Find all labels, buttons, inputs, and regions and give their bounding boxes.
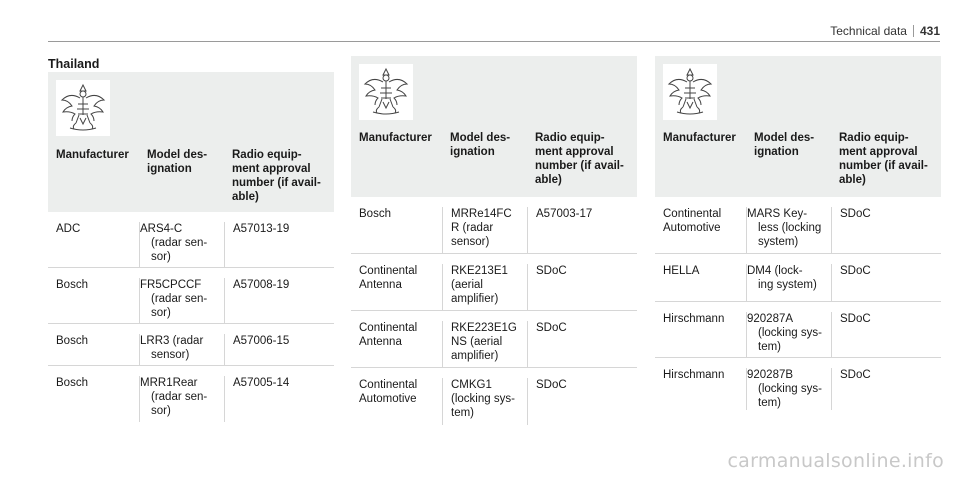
- cell-manufacturer: Bosch: [56, 279, 88, 291]
- cell-approval: SDoC: [527, 378, 637, 425]
- cell-manufacturer: Continental Automotive: [359, 379, 418, 405]
- column-header-manufacturer: Manufacturer: [359, 132, 432, 144]
- table-row: Bosch LRR3 (radar sensor) A57006-15: [48, 324, 334, 366]
- column-header-approval: Radio equip- ment approval number (if av…: [535, 132, 624, 186]
- table-body: ADC ARS4-C (radar sen- sor) A57013-19 Bo…: [48, 212, 334, 422]
- cell-model: LRR3 (radar sensor): [139, 334, 224, 365]
- cell-manufacturer: Hirschmann: [663, 369, 725, 381]
- table-body: Continental Automotive MARS Key- less (l…: [655, 197, 941, 410]
- section-name: Technical data: [830, 24, 907, 38]
- table-row: Hirschmann 920287B (locking sys- tem) SD…: [655, 358, 941, 410]
- thai-garuda-emblem-icon: [359, 64, 413, 124]
- cell-model: RKE213E1 (aerial amplifier): [442, 264, 527, 310]
- column-header-model: Model des- ignation: [147, 149, 208, 175]
- cell-manufacturer: ADC: [56, 223, 81, 235]
- table-row: HELLA DM4 (lock- ing system) SDoC: [655, 254, 941, 302]
- cell-approval: A57013-19: [224, 222, 334, 267]
- cell-manufacturer: Continental Antenna: [359, 265, 418, 291]
- cell-approval: A57008-19: [224, 278, 334, 323]
- table-row: Hirschmann 920287A (locking sys- tem) SD…: [655, 302, 941, 358]
- thai-garuda-emblem-icon: [663, 64, 717, 124]
- table-row: ADC ARS4-C (radar sen- sor) A57013-19: [48, 212, 334, 268]
- cell-manufacturer: Bosch: [56, 335, 88, 347]
- cell-model: CMKG1 (locking sys- tem): [442, 378, 527, 425]
- cell-approval: SDoC: [527, 321, 637, 367]
- cell-approval: A57006-15: [224, 334, 334, 365]
- cell-model: 920287A (locking sys- tem): [746, 312, 831, 357]
- cell-manufacturer: HELLA: [663, 265, 700, 277]
- thai-garuda-emblem-icon: [56, 80, 110, 140]
- cell-model: ARS4-C (radar sen- sor): [139, 222, 224, 267]
- table-row: Bosch MRR1Rear (radar sen- sor) A57005-1…: [48, 366, 334, 422]
- cell-model: MARS Key- less (locking system): [746, 207, 831, 253]
- cell-approval: SDoC: [527, 264, 637, 310]
- table-row: Bosch MRRe14FC R (radar sensor) A57003-1…: [351, 197, 637, 254]
- watermark-text: carmanualsonline.info: [727, 450, 944, 472]
- table-row: Continental Automotive CMKG1 (locking sy…: [351, 368, 637, 425]
- cell-model: DM4 (lock- ing system): [746, 264, 831, 301]
- cell-model: RKE223E1G NS (aerial amplifier): [442, 321, 527, 367]
- cell-approval: SDoC: [831, 368, 941, 410]
- cell-approval: SDoC: [831, 264, 941, 301]
- table-header: Manufacturer Model des- ignation Radio e…: [48, 72, 334, 212]
- cell-model: 920287B (locking sys- tem): [746, 368, 831, 410]
- cell-manufacturer: Hirschmann: [663, 313, 725, 325]
- column-header-approval: Radio equip- ment approval number (if av…: [232, 149, 321, 203]
- approval-table-3: Manufacturer Model des- ignation Radio e…: [655, 56, 941, 410]
- column-header-model: Model des- ignation: [450, 132, 511, 158]
- cell-approval: A57003-17: [527, 207, 637, 253]
- table-body: Bosch MRRe14FC R (radar sensor) A57003-1…: [351, 197, 637, 425]
- page-number: 431: [919, 24, 940, 38]
- table-row: Continental Antenna RKE223E1G NS (aerial…: [351, 311, 637, 368]
- cell-manufacturer: Continental Antenna: [359, 322, 418, 348]
- cell-model: MRRe14FC R (radar sensor): [442, 207, 527, 253]
- cell-approval: SDoC: [831, 312, 941, 357]
- table-row: Continental Antenna RKE213E1 (aerial amp…: [351, 254, 637, 311]
- approval-table-2: Manufacturer Model des- ignation Radio e…: [351, 56, 637, 425]
- cell-approval: SDoC: [831, 207, 941, 253]
- cell-manufacturer: Bosch: [56, 377, 88, 389]
- cell-approval: A57005-14: [224, 376, 334, 422]
- table-header: Manufacturer Model des- ignation Radio e…: [351, 56, 637, 197]
- column-header-manufacturer: Manufacturer: [663, 132, 736, 144]
- country-title: Thailand: [48, 57, 100, 71]
- approval-table-1: Manufacturer Model des- ignation Radio e…: [48, 72, 334, 422]
- cell-model: FR5CPCCF (radar sen- sor): [139, 278, 224, 323]
- running-header: Technical data 431: [830, 24, 940, 38]
- column-header-approval: Radio equip- ment approval number (if av…: [839, 132, 928, 186]
- header-separator: [912, 25, 914, 37]
- table-header: Manufacturer Model des- ignation Radio e…: [655, 56, 941, 197]
- cell-model: MRR1Rear (radar sen- sor): [139, 376, 224, 422]
- cell-manufacturer: Bosch: [359, 208, 391, 220]
- column-header-manufacturer: Manufacturer: [56, 149, 129, 161]
- header-rule: [48, 41, 940, 42]
- column-header-model: Model des- ignation: [754, 132, 815, 158]
- table-row: Bosch FR5CPCCF (radar sen- sor) A57008-1…: [48, 268, 334, 324]
- cell-manufacturer: Continental Automotive: [663, 208, 722, 234]
- table-row: Continental Automotive MARS Key- less (l…: [655, 197, 941, 254]
